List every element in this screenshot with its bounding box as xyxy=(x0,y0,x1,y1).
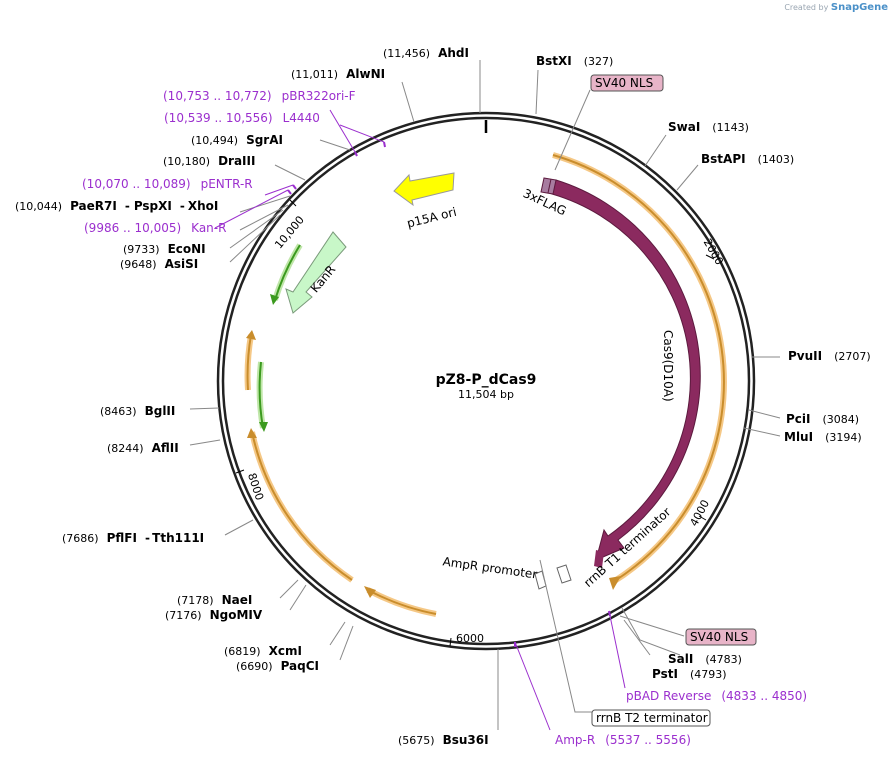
enzyme-label: BstXI(327) xyxy=(536,54,613,68)
primer-label: Amp-R(5537 .. 5556) xyxy=(555,733,691,747)
enzyme-label: MluI(3194) xyxy=(784,430,862,444)
tick-label-6000: 6000 xyxy=(456,632,484,645)
enzyme-label: (6819)XcmI xyxy=(224,644,302,658)
orf-arrow-left xyxy=(247,428,257,438)
sv40-nls-box-bottom[interactable]: SV40 NLS xyxy=(685,628,757,646)
enzyme-label: (11,011)AlwNI xyxy=(291,67,385,81)
rrnb-t2-label: rrnB T2 terminator xyxy=(596,711,708,725)
p15a-ori-label: p15A ori xyxy=(406,205,458,231)
primer-labels: (10,753 .. 10,772)pBR322ori-F (10,539 ..… xyxy=(82,89,807,747)
plasmid-name: pZ8-P_dCas9 xyxy=(436,372,537,388)
backbone-outer xyxy=(216,111,756,651)
orf-arrow-bottom xyxy=(364,586,376,598)
orf-arc-cas9-core xyxy=(552,154,725,583)
plasmid-size: 11,504 bp xyxy=(458,388,514,401)
kanr-feature[interactable] xyxy=(285,231,347,314)
rrnb-t1-feature[interactable] xyxy=(594,550,604,568)
3xflag-tick xyxy=(547,178,552,194)
primer-label: (10,070 .. 10,089)pENTR-R xyxy=(82,177,253,191)
green-arrow-bottom xyxy=(259,422,268,432)
enzyme-label: (10,494)SgrAI xyxy=(191,133,283,147)
enzyme-label: (9648)AsiSI xyxy=(120,257,198,271)
primer-label: pBAD Reverse(4833 .. 4850) xyxy=(626,689,807,703)
enzyme-label: (11,456)AhdI xyxy=(383,46,469,60)
watermark-created-by: Created by xyxy=(784,3,829,12)
p15a-ori-feature[interactable] xyxy=(393,172,455,207)
primer-leader-lines xyxy=(214,109,626,731)
orf-arcs xyxy=(244,152,727,617)
enzyme-label: PvuII(2707) xyxy=(788,349,871,363)
enzyme-label: PciI(3084) xyxy=(786,412,859,426)
enzyme-label: (10,180)DraIII xyxy=(163,154,255,168)
enzyme-label: (10,044)PaeR7I-PspXI-XhoI xyxy=(15,199,218,213)
green-orf-arcs xyxy=(256,243,303,432)
enzyme-label: SwaI(1143) xyxy=(668,120,749,134)
enzyme-label: (7176)NgoMIV xyxy=(165,608,263,622)
sv40-nls-label-top: SV40 NLS xyxy=(595,76,653,90)
enzyme-label: SalI(4783) xyxy=(668,652,742,666)
leader-lines xyxy=(189,60,781,730)
enzyme-labels: (11,456)AhdI BstXI(327) (11,011)AlwNI Sw… xyxy=(15,46,871,747)
orf-arrow-small xyxy=(246,330,256,340)
enzyme-label: PstI(4793) xyxy=(652,667,727,681)
enzyme-label: (9733)EcoNI xyxy=(123,242,206,256)
primer-label: (10,539 .. 10,556)L4440 xyxy=(164,111,320,125)
sv40-nls-label-bottom: SV40 NLS xyxy=(690,630,748,644)
green-arrow-top xyxy=(270,294,279,305)
enzyme-label: (8244)AflII xyxy=(107,441,179,455)
enzyme-label: (5675)Bsu36I xyxy=(398,733,489,747)
orf-arc-bottom xyxy=(366,587,437,617)
enzyme-label: (8463)BglII xyxy=(100,404,175,418)
cas9-feature-arrow[interactable] xyxy=(551,179,701,561)
watermark-brand: SnapGene xyxy=(830,2,888,13)
enzyme-label: (7178)NaeI xyxy=(177,593,252,607)
enzyme-label: (7686)PflFI-Tth111I xyxy=(62,531,204,545)
orf-arc-left xyxy=(249,431,354,583)
snapgene-watermark: Created by SnapGene xyxy=(784,2,888,13)
backbone-inner xyxy=(221,116,751,646)
primer-label: (9986 .. 10,005)Kan-R xyxy=(84,221,226,235)
sv40-nls-box-top[interactable]: SV40 NLS xyxy=(590,74,664,92)
enzyme-label: (6690)PaqCI xyxy=(236,659,319,673)
cas9-label: Cas9(D10A) xyxy=(661,330,675,402)
3xflag-feature[interactable] xyxy=(540,177,557,195)
ampr-promoter-feature[interactable] xyxy=(534,564,572,590)
tick-6000: 6000 xyxy=(449,632,484,647)
orf-arc-left-core xyxy=(251,431,353,581)
enzyme-label: BstAPI(1403) xyxy=(701,152,794,166)
primer-label: (10,753 .. 10,772)pBR322ori-F xyxy=(163,89,356,103)
rrnb-t2-terminator-box[interactable]: rrnB T2 terminator xyxy=(591,709,711,727)
ampr-promoter-label: AmpR promoter xyxy=(442,554,538,581)
orf-arrow-cas9 xyxy=(609,576,621,590)
